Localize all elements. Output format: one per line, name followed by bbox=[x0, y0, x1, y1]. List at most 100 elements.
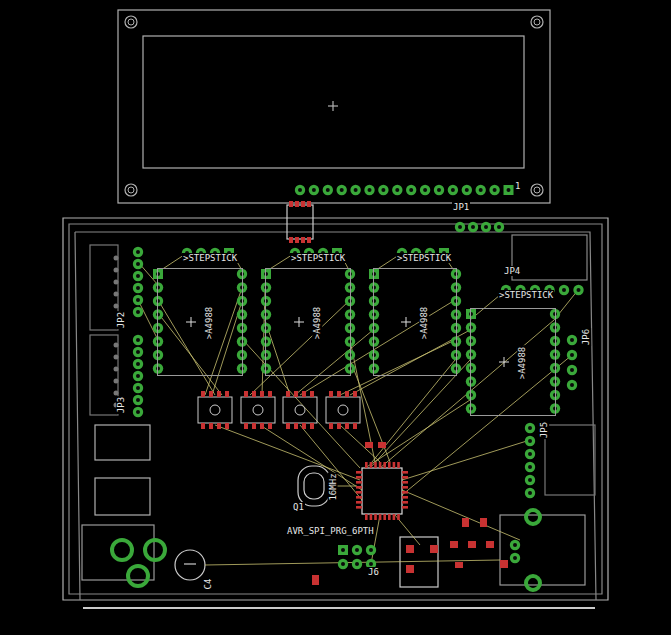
part-label: J6 bbox=[367, 567, 380, 577]
drill-hole bbox=[570, 383, 574, 387]
through-hole-pad bbox=[153, 350, 163, 360]
small-pad bbox=[114, 391, 119, 396]
through-hole-pad bbox=[133, 407, 143, 417]
drill-hole bbox=[553, 380, 557, 384]
drill-hole bbox=[553, 393, 557, 397]
ic-outline bbox=[241, 397, 275, 423]
part-label: JP1 bbox=[452, 202, 470, 212]
through-hole-pad bbox=[133, 335, 143, 345]
module-value: >A4988 bbox=[312, 306, 322, 341]
ic-outline bbox=[283, 397, 317, 423]
drill-hole bbox=[423, 188, 427, 192]
driver-module: >A4988 bbox=[157, 268, 243, 376]
part-label: JP5 bbox=[539, 421, 549, 439]
through-hole-pad bbox=[153, 309, 163, 319]
through-hole-pad bbox=[550, 376, 560, 386]
smd-pad bbox=[345, 391, 349, 397]
module-value: >A4988 bbox=[517, 346, 527, 381]
smd-pad bbox=[260, 391, 264, 397]
smd-pad bbox=[345, 423, 349, 429]
drill-hole bbox=[240, 367, 244, 371]
chip-outline bbox=[287, 205, 313, 239]
through-hole-pad bbox=[448, 185, 458, 195]
through-hole-pad bbox=[345, 363, 355, 373]
through-hole-pad bbox=[451, 269, 461, 279]
large-pad bbox=[112, 540, 132, 560]
smd-pad bbox=[383, 514, 386, 520]
smd-pad bbox=[402, 491, 408, 494]
square-pad bbox=[504, 185, 514, 195]
connector-outline bbox=[545, 425, 595, 495]
drill-hole bbox=[136, 250, 140, 254]
drill-hole bbox=[507, 188, 511, 192]
airwire bbox=[380, 320, 554, 468]
through-hole-pad bbox=[550, 390, 560, 400]
drill-hole bbox=[528, 439, 532, 443]
through-hole-pad bbox=[237, 282, 247, 292]
smd-pad bbox=[209, 391, 213, 397]
smd-pad bbox=[217, 391, 221, 397]
smd-pad bbox=[374, 514, 377, 520]
through-hole-pad bbox=[345, 336, 355, 346]
airwire bbox=[243, 340, 360, 468]
crosshair bbox=[332, 101, 333, 111]
drill-hole bbox=[312, 188, 316, 192]
mount-hole bbox=[531, 16, 543, 28]
driver-module: >A4988 bbox=[470, 308, 556, 416]
smd-pad bbox=[402, 471, 408, 474]
part-label: JP3 bbox=[116, 396, 126, 414]
board-edge bbox=[63, 218, 608, 600]
through-hole-pad bbox=[237, 336, 247, 346]
drill-hole bbox=[409, 188, 413, 192]
drill-hole bbox=[484, 225, 488, 229]
regulator-outline bbox=[400, 537, 438, 587]
through-hole-pad bbox=[550, 336, 560, 346]
smd-pad bbox=[486, 541, 494, 548]
drill-hole bbox=[240, 313, 244, 317]
drill-hole bbox=[136, 310, 140, 314]
drill-hole bbox=[553, 339, 557, 343]
through-hole-pad bbox=[133, 395, 143, 405]
drill-hole bbox=[240, 286, 244, 290]
through-hole-pad bbox=[345, 269, 355, 279]
smd-pad bbox=[295, 237, 299, 243]
drill-hole bbox=[553, 326, 557, 330]
smd-pad bbox=[312, 575, 319, 585]
drill-hole bbox=[497, 225, 501, 229]
through-hole-pad bbox=[451, 282, 461, 292]
smd-pad bbox=[388, 514, 391, 520]
through-hole-pad bbox=[345, 309, 355, 319]
drill-hole bbox=[454, 326, 458, 330]
usb-outline bbox=[500, 515, 585, 585]
board-edge bbox=[69, 224, 602, 594]
drill-hole bbox=[369, 548, 373, 552]
connector-outline bbox=[90, 245, 118, 330]
smd-pad bbox=[402, 486, 408, 489]
smd-pad bbox=[244, 391, 248, 397]
square-pad bbox=[466, 309, 476, 319]
smd-pad bbox=[353, 423, 357, 429]
through-hole-pad bbox=[392, 185, 402, 195]
small-pad bbox=[114, 256, 119, 261]
square-pad bbox=[338, 545, 348, 555]
drill-hole bbox=[528, 478, 532, 482]
drill-hole bbox=[341, 562, 345, 566]
smd-pad bbox=[480, 518, 487, 527]
drill-hole bbox=[136, 374, 140, 378]
square-pad bbox=[369, 269, 379, 279]
smd-pad bbox=[462, 518, 469, 527]
part-label: Q1 bbox=[292, 502, 305, 512]
drill-hole bbox=[355, 548, 359, 552]
drill-hole bbox=[136, 398, 140, 402]
smd-pad bbox=[378, 442, 386, 448]
airwire bbox=[300, 300, 455, 395]
smd-pad bbox=[406, 545, 414, 553]
drill-hole bbox=[348, 340, 352, 344]
smd-pad bbox=[329, 423, 333, 429]
drill-hole bbox=[454, 286, 458, 290]
drill-hole bbox=[562, 288, 566, 292]
through-hole-pad bbox=[567, 380, 577, 390]
smd-pad bbox=[356, 486, 362, 489]
smd-pad bbox=[356, 506, 362, 509]
through-hole-pad bbox=[550, 363, 560, 373]
